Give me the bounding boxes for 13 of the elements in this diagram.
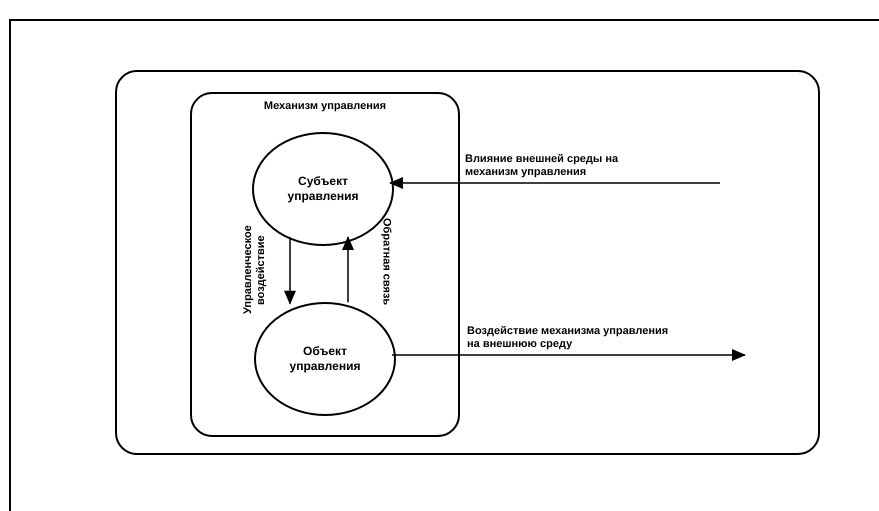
group-box xyxy=(190,92,460,437)
edge-label: Воздействие механизма управления на внешнюю среду xyxy=(467,325,670,351)
frame-box xyxy=(115,70,820,455)
arrow xyxy=(388,177,720,189)
edge-label: Обратная связь xyxy=(380,217,392,308)
node-label: Субъект управления xyxy=(286,174,360,204)
arrow xyxy=(284,237,296,305)
group-title: Механизм управления xyxy=(262,100,388,112)
edge-label: Управленческое воздействие xyxy=(242,224,268,316)
node-label: Объект управления xyxy=(288,344,362,374)
edge-label: Влияние внешней среды на механизм управления xyxy=(465,153,620,179)
arrow xyxy=(342,236,354,302)
arrow xyxy=(392,349,746,361)
